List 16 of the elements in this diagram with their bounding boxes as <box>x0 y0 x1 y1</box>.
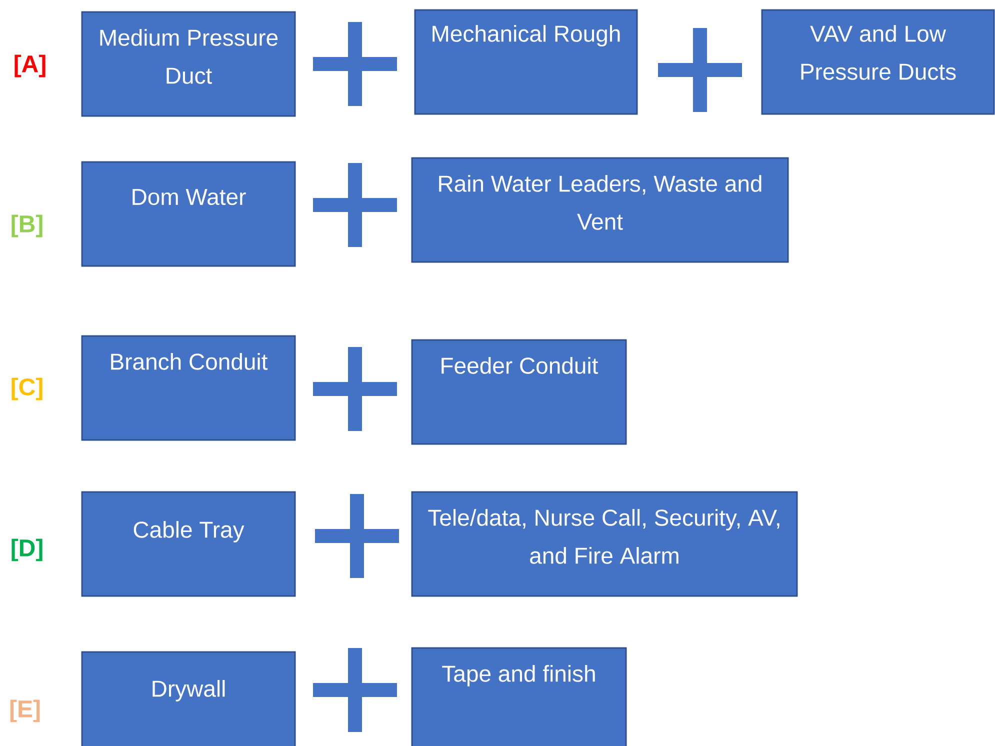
row-letter: [D] <box>12 538 42 562</box>
row-letter: [A] <box>14 54 46 78</box>
process-box: Drywall <box>81 651 296 746</box>
row-letter: [E] <box>10 700 40 722</box>
process-box: Dom Water <box>81 161 296 267</box>
process-box: Cable Tray <box>81 491 296 597</box>
process-box: Medium Pressure Duct <box>81 11 296 117</box>
process-box: Tele/data, Nurse Call, Security, AV, and Fire Alarm <box>411 491 798 597</box>
row-letter: [B] <box>12 214 42 238</box>
process-box: Tape and finish <box>411 647 627 746</box>
process-box: VAV and Low Pressure Ducts <box>761 9 995 115</box>
process-box: Feeder Conduit <box>411 339 627 445</box>
process-box: Branch Conduit <box>81 335 296 441</box>
process-box: Mechanical Rough <box>414 9 638 115</box>
row-letter: [C] <box>12 378 42 400</box>
process-box: Rain Water Leaders, Waste and Vent <box>411 157 789 263</box>
